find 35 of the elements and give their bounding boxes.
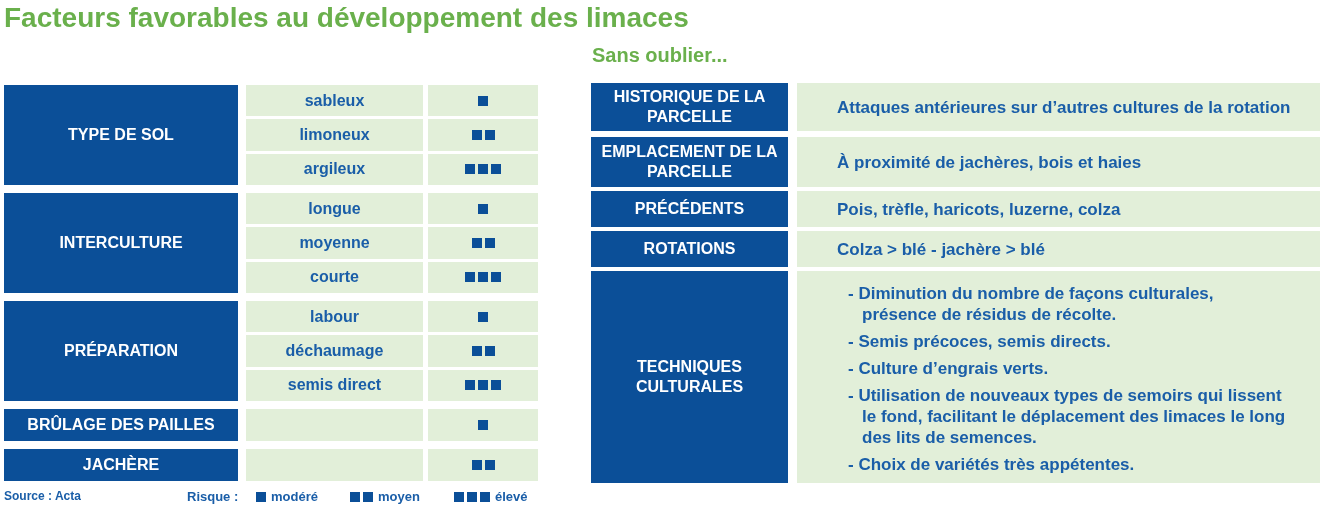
legend-label: modéré [271, 489, 319, 505]
row-header: TECHNIQUES CULTURALES [591, 271, 788, 483]
bullet-item: - Diminution du nombre de façons culturales, présence de résidus de récolte. [848, 283, 1215, 325]
source-note: Source : Acta [4, 489, 82, 505]
row-header: TYPE DE SOL [4, 85, 238, 185]
row-header: INTERCULTURE [4, 193, 238, 293]
table-cell: courte [246, 261, 423, 293]
table-cell: sableux [246, 85, 423, 117]
legend-title: Risque : [187, 489, 240, 505]
bullet-item: - Choix de variétés très appétentes. [848, 454, 1136, 475]
table-cell: déchaumage [246, 335, 423, 367]
bullet-item: - Semis précoces, semis directs. [848, 331, 1112, 352]
row-header: PRÉPARATION [4, 301, 238, 401]
row-header: HISTORIQUE DE LA PARCELLE [591, 83, 788, 131]
row-header: PRÉCÉDENTS [591, 191, 788, 227]
table-cell: Pois, trèfle, haricots, luzerne, colza [797, 191, 1320, 227]
table-cell: labour [246, 301, 423, 333]
table-cell: semis direct [246, 369, 423, 401]
table-cell: limoneux [246, 119, 423, 151]
legend-label: moyen [378, 489, 421, 505]
table-cell: À proximité de jachères, bois et haies [797, 137, 1320, 187]
table-cell: Attaques antérieures sur d’autres cultures de la rotation [797, 83, 1320, 131]
table-cell: longue [246, 193, 423, 225]
row-header: ROTATIONS [591, 231, 788, 267]
table-cell: argileux [246, 153, 423, 185]
table-cell: Colza > blé - jachère > blé [797, 231, 1320, 267]
table-cell: moyenne [246, 227, 423, 259]
row-header: BRÛLAGE DES PAILLES [4, 409, 238, 441]
title: Facteurs favorables au développement des limaces [4, 2, 690, 35]
legend-label: élevé [495, 489, 529, 505]
bullet-item: - Utilisation de nouveaux types de semoirs qui lissent le fond, facilitant le déplacement des limaces le long des lits de semences. [848, 385, 1287, 448]
subtitle: Sans oublier... [592, 44, 729, 68]
row-header: JACHÈRE [4, 449, 238, 481]
row-header: EMPLACEMENT DE LA PARCELLE [591, 137, 788, 187]
bullet-item: - Culture d’engrais verts. [848, 358, 1050, 379]
